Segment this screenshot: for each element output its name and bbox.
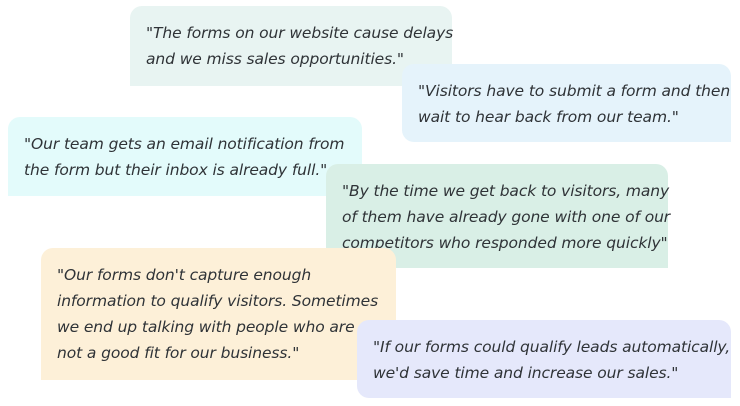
- quote-bubble-inbox-full: "Our team gets an email notification fro…: [8, 117, 362, 196]
- quote-text-line: "By the time we get back to visitors, ma…: [342, 182, 670, 200]
- quote-text-line: of them have already gone with one of ou…: [342, 208, 671, 226]
- quote-text-line: not a good fit for our business.": [57, 344, 300, 362]
- quote-text-line: we end up talking with people who are: [57, 318, 355, 336]
- quote-text-line: competitors who responded more quickly": [342, 234, 668, 252]
- quote-text-line: and we miss sales opportunities.": [146, 50, 404, 68]
- quote-text-line: "Our team gets an email notification fro…: [24, 135, 345, 153]
- quote-bubble-wait-for-team: "Visitors have to submit a form and then…: [402, 64, 731, 142]
- quote-bubble-website-delays: "The forms on our website cause delays a…: [130, 6, 454, 86]
- quote-text-line: the form but their inbox is already full…: [24, 161, 328, 179]
- quote-text-line: information to qualify visitors. Sometim…: [57, 292, 379, 310]
- quote-text-line: "Visitors have to submit a form and then: [418, 82, 731, 100]
- quote-text-line: "If our forms could qualify leads automa…: [373, 338, 731, 356]
- quote-text-line: "Our forms don't capture enough: [57, 266, 312, 284]
- quote-bubble-qualify-leads: "If our forms could qualify leads automa…: [357, 320, 731, 398]
- quote-text-line: we'd save time and increase our sales.": [373, 364, 679, 382]
- quote-bubble-qualify-visitors: "Our forms don't capture enough informat…: [41, 248, 396, 380]
- quote-bubble-competitors: "By the time we get back to visitors, ma…: [326, 164, 671, 268]
- quote-text-line: wait to hear back from our team.": [418, 108, 679, 126]
- quote-text-line: "The forms on our website cause delays: [146, 24, 454, 42]
